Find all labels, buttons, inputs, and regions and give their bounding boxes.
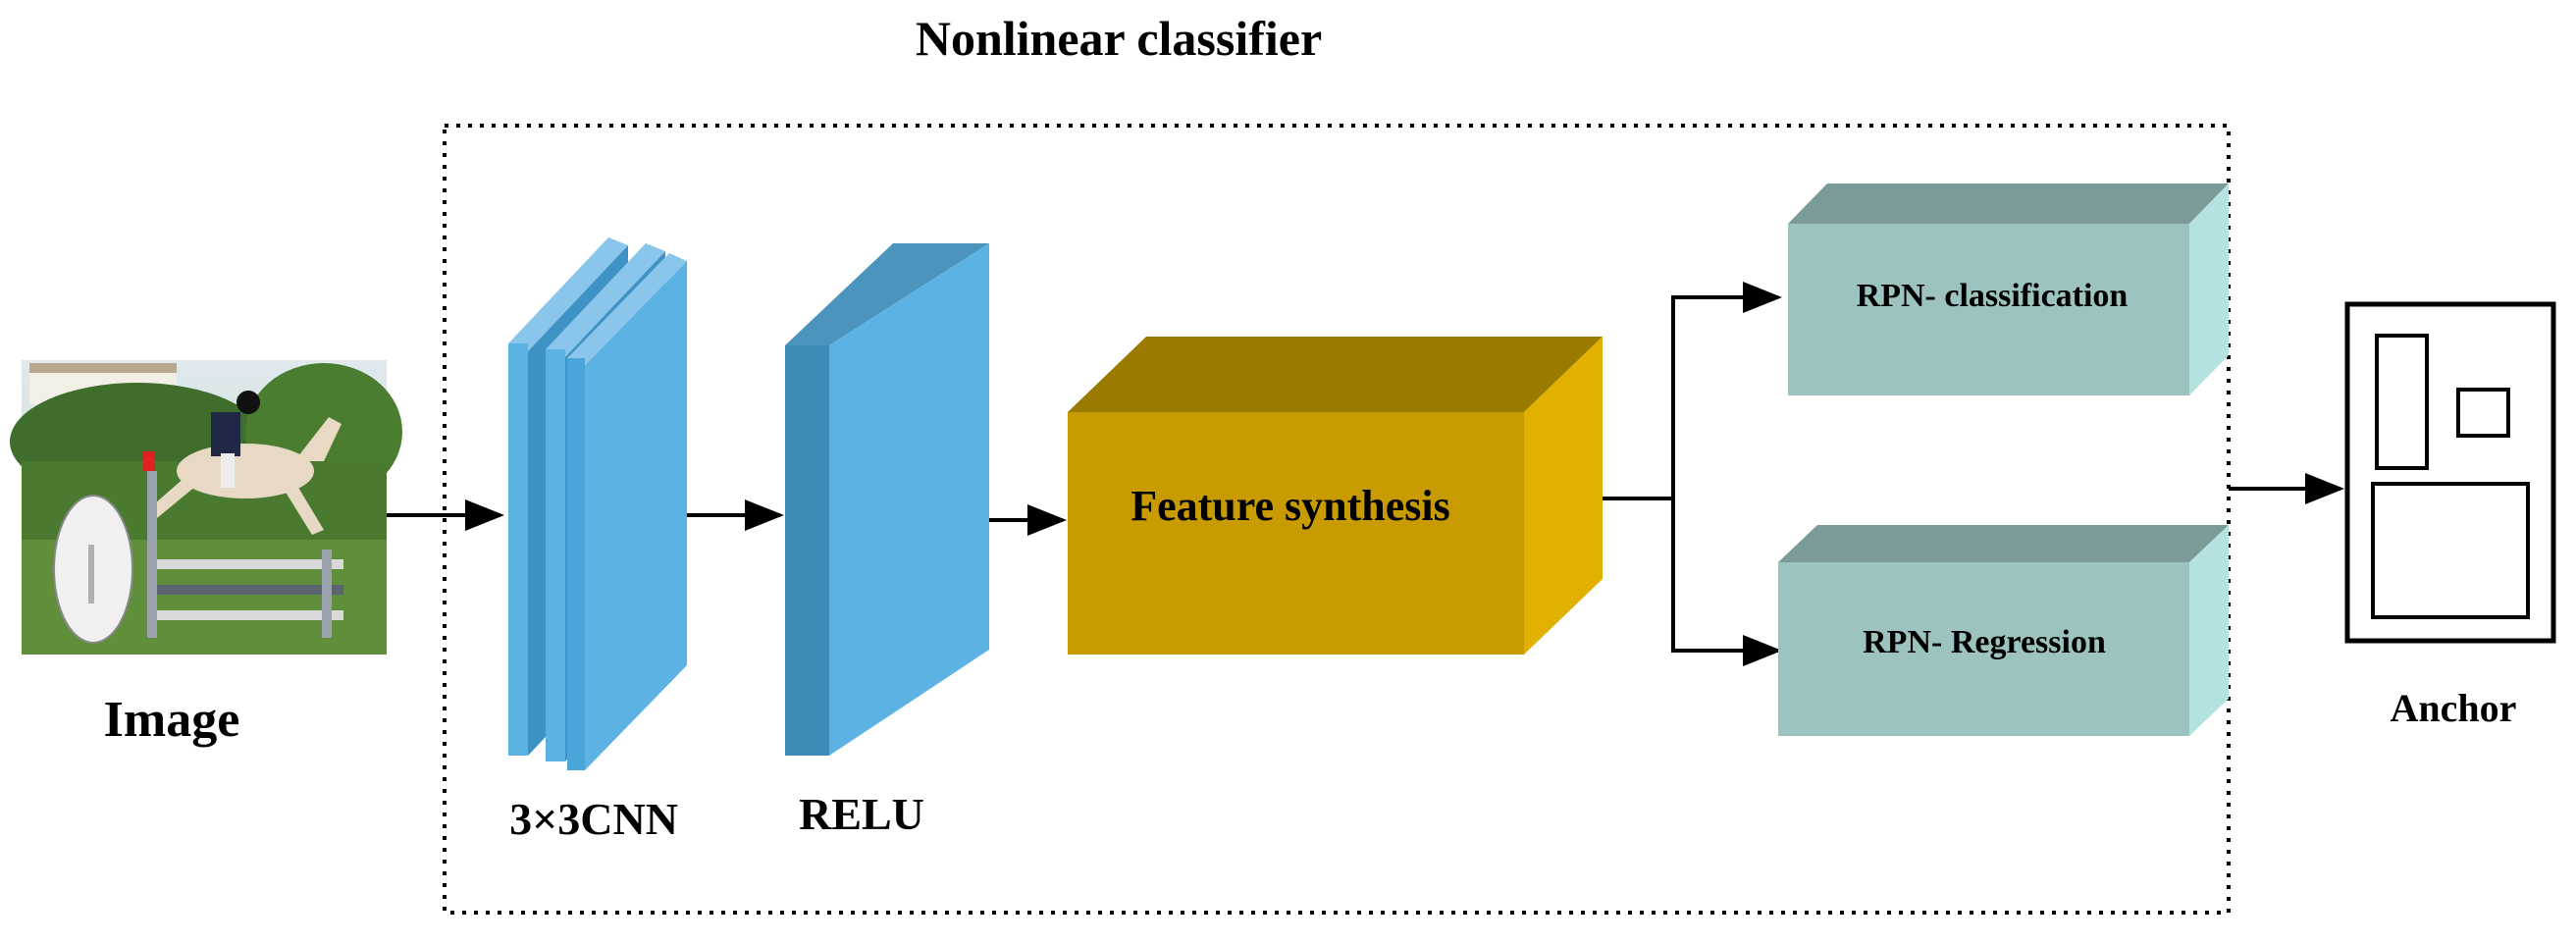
rpn-classification-label: RPN- classification — [1857, 278, 2129, 314]
nonlinear-classifier-frame — [443, 124, 2231, 915]
feature-synthesis-label: Feature synthesis — [1130, 482, 1450, 530]
cnn-layer-3 — [567, 253, 687, 770]
split-connector — [1603, 282, 1782, 666]
cnn-label: 3×3CNN — [509, 794, 678, 844]
cnn-layer-stack — [508, 237, 687, 770]
rpn-regression-label: RPN- Regression — [1863, 624, 2106, 660]
anchor-label: Anchor — [2391, 686, 2517, 730]
relu-block — [785, 243, 989, 756]
feature-synthesis-block — [1068, 337, 1603, 655]
anchor-icon — [2344, 301, 2556, 644]
relu-label: RELU — [799, 789, 924, 839]
diagram-title: Nonlinear classifier — [916, 11, 1322, 66]
input-image — [10, 360, 402, 655]
image-label: Image — [104, 692, 240, 748]
rpn-classification-block — [1788, 184, 2229, 395]
rpn-regression-block — [1778, 525, 2229, 736]
